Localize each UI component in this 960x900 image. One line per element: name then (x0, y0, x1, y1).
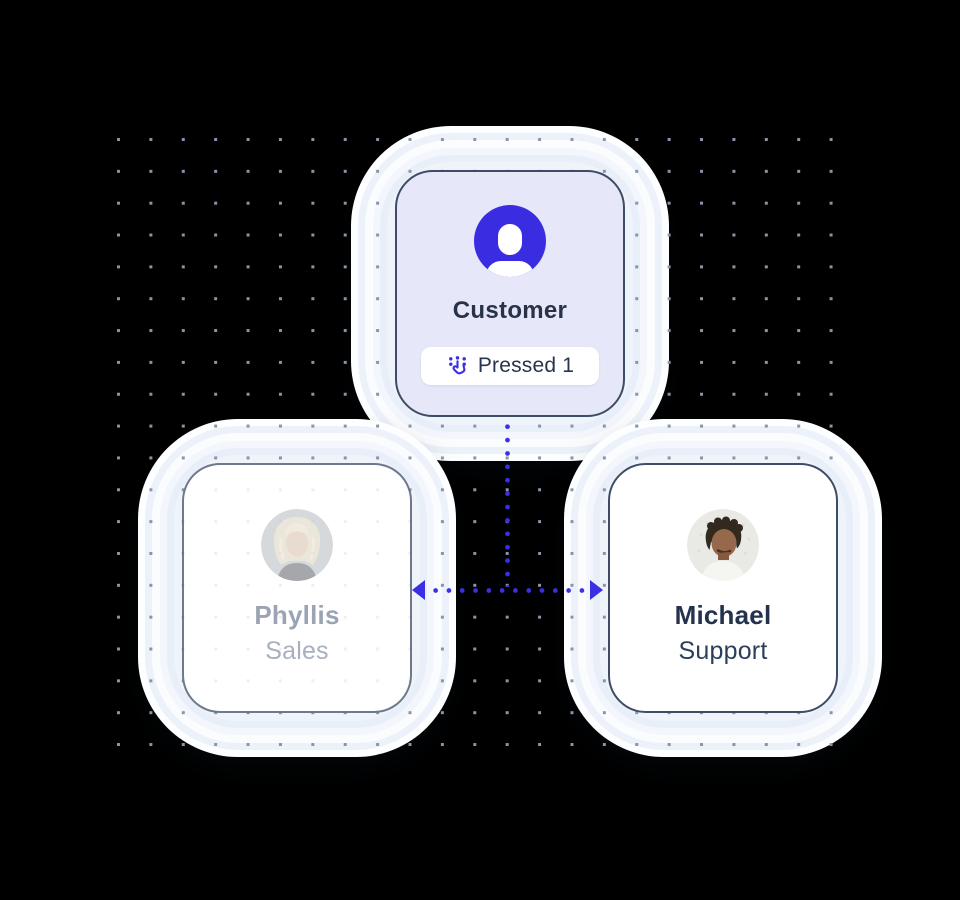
arrow-left-icon (412, 580, 425, 600)
dialpad-press-icon (448, 355, 466, 374)
agent-name: Michael (674, 600, 772, 630)
customer-label: Customer (452, 297, 568, 324)
pressed-badge-label: Pressed 1 (477, 354, 575, 377)
agent-card-phyllis: Phyllis Sales (182, 463, 412, 713)
agent-role: Support (678, 637, 768, 665)
connector-horizontal-dotted-line (429, 588, 589, 593)
person-icon (474, 205, 546, 277)
woman-photo-avatar (261, 509, 333, 581)
agent-role: Sales (265, 637, 329, 665)
person-icon-head (498, 224, 522, 255)
man-photo-avatar (687, 509, 759, 581)
agent-name: Phyllis (254, 600, 340, 630)
pressed-badge: Pressed 1 (421, 347, 599, 385)
customer-card: Customer Pressed 1 (395, 170, 625, 417)
arrow-right-icon (590, 580, 603, 600)
person-icon-body (486, 261, 534, 277)
connector-vertical-dotted-line (505, 420, 510, 587)
agent-card-michael: Michael Support (608, 463, 838, 713)
